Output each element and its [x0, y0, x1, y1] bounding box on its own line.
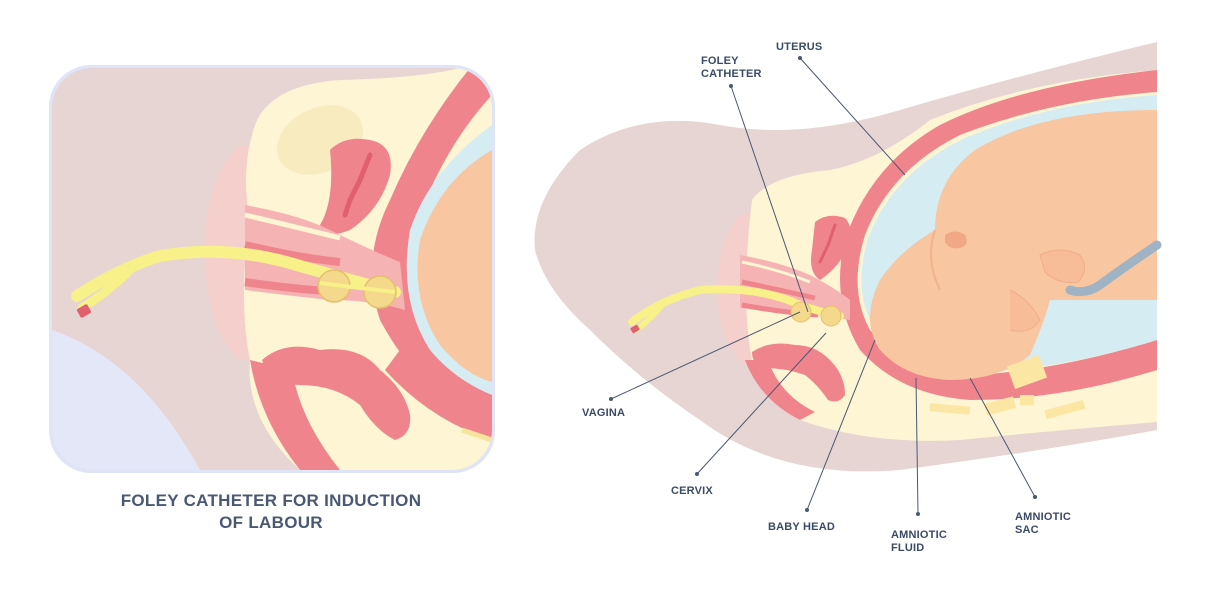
leader-dot: [805, 508, 809, 512]
leader-amniotic-fluid: [915, 377, 919, 515]
leg-area: [52, 330, 200, 470]
baby-head: [417, 150, 492, 382]
caption-line-1: FOLEY CATHETER FOR INDUCTION: [121, 491, 422, 510]
label-vagina: VAGINA: [582, 407, 625, 419]
upper-organ-right: [811, 215, 851, 280]
leader-dot: [798, 56, 802, 60]
leader-vagina: [610, 311, 801, 400]
pelvic-bone: [1044, 399, 1086, 420]
pelvic-bone: [1020, 395, 1034, 405]
leader-dot: [695, 472, 699, 476]
baby-ear: [945, 231, 967, 249]
upper-organ-fold-right: [818, 223, 837, 264]
catheter-balloon-right-2: [820, 305, 842, 327]
leader-dot: [729, 84, 733, 88]
label-foley-line-2: CATHETER: [701, 68, 762, 80]
pelvic-bone: [1006, 354, 1048, 390]
leader-baby-head: [806, 339, 876, 511]
pelvic-bone: [983, 396, 1017, 416]
leader-dot: [609, 397, 613, 401]
canal-line-right-2: [741, 279, 816, 301]
pelvic-bones: [929, 354, 1086, 420]
canal-line-upper: [244, 212, 341, 241]
label-uterus: UTERUS: [776, 41, 822, 53]
label-baby-head: BABY HEAD: [768, 521, 835, 533]
baby-knee: [1009, 289, 1041, 332]
catheter-plug-right: [630, 324, 640, 334]
catheter-inner: [319, 281, 396, 294]
catheter-plug: [77, 304, 91, 318]
leader-amniotic-sac: [969, 377, 1036, 498]
leader-dot: [916, 512, 920, 516]
leader-lines: [609, 56, 1037, 516]
label-amniotic-sac-line-1: AMNIOTIC: [1015, 511, 1071, 523]
uterus-wall-right: [840, 70, 1157, 400]
label-foley-line-1: FOLEY: [701, 55, 739, 67]
leader-cervix: [696, 332, 827, 475]
leader-dot: [1033, 495, 1037, 499]
anatomy-overview: [534, 42, 1162, 472]
upper-organ-fold: [342, 152, 373, 218]
label-amniotic-sac-line-2: SAC: [1015, 524, 1039, 536]
baby-head-contour: [930, 229, 941, 291]
uterus-wall-lower: [385, 350, 492, 440]
catheter-tube-right: [628, 285, 844, 326]
lower-organ: [262, 346, 411, 440]
pelvic-bone: [929, 403, 971, 415]
canal-line-right-1: [741, 260, 811, 284]
fat-stripe: [461, 427, 492, 443]
umbilical-cord: [1065, 240, 1162, 297]
leader-uterus: [799, 57, 906, 176]
baby-body: [870, 110, 1157, 380]
zoom-panel: [49, 65, 495, 473]
label-amniotic-fluid-line-2: FLUID: [891, 542, 924, 554]
leader-foley: [730, 85, 809, 313]
uterus-wall: [372, 68, 492, 430]
perineum-band-right: [745, 360, 815, 420]
vaginal-canal-right: [740, 255, 850, 320]
label-amniotic-fluid-line-1: AMNIOTIC: [891, 529, 947, 541]
perineum-band: [250, 360, 340, 470]
label-cervix: CERVIX: [671, 485, 713, 497]
caption-line-2: OF LABOUR: [219, 513, 323, 532]
lower-organ-right: [752, 343, 845, 402]
baby-hand: [1039, 249, 1085, 283]
canal-line-mid: [244, 241, 341, 266]
